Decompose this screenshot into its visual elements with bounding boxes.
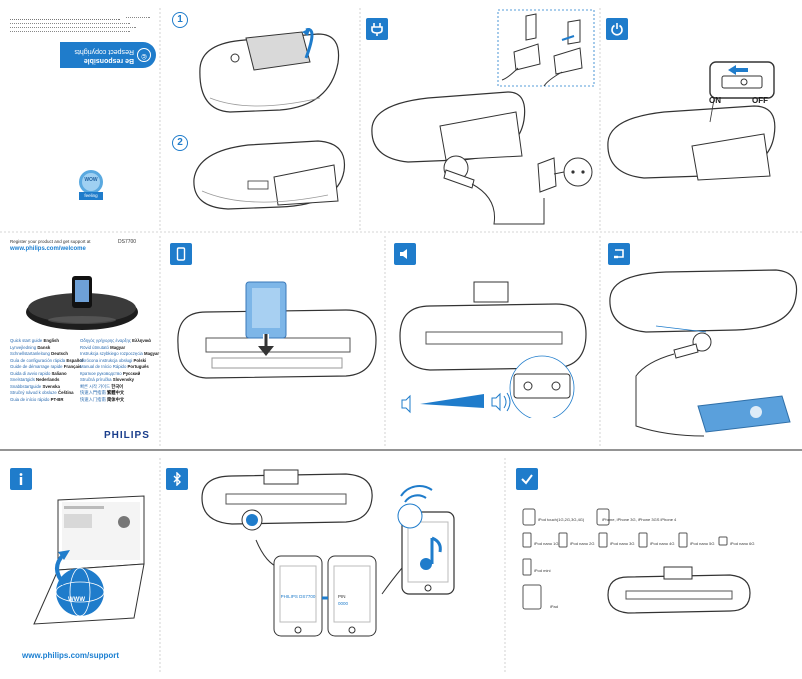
lang-item: 빠른 시작 가이드 한국어 <box>80 383 124 389</box>
lang-item: Guida di avvio rapido Italiano <box>10 370 67 376</box>
onoff-illustration <box>607 61 776 181</box>
ipod-nano-icon <box>678 532 688 548</box>
device-label: iPod nano 2G <box>570 541 595 546</box>
device-label: iPod nano 4G <box>650 541 675 546</box>
lang-item: Stručná príručka Slovensky <box>80 377 134 382</box>
lang-item: Guide de démarrage rapide Français <box>10 364 82 369</box>
model-number: DS7700 <box>118 239 137 245</box>
respect-copyrights-banner: Be responsible Respect copyrights © <box>60 42 156 68</box>
ipod-mini-icon <box>522 558 532 576</box>
copyright-icon: © <box>137 48 151 62</box>
lang-item: Snabbstartguide Svenska <box>10 383 60 389</box>
iphone-icon <box>596 508 610 526</box>
bt-pin-value: 0000 <box>338 601 349 606</box>
power-icon <box>611 23 623 36</box>
device-label: iPod nano 5G <box>690 541 715 546</box>
volume-illustration <box>399 281 587 418</box>
lang-item: Skrócona instrukcja obsługi Polski <box>80 357 147 363</box>
lang-item: Rövid útmutató Magyar <box>80 344 126 350</box>
speaker-icon <box>400 249 407 259</box>
device-label: iPod touch(1G,2G,3G,4G) <box>538 517 585 522</box>
checkmark-icon <box>521 474 533 485</box>
lang-item: Guia de início rápido PT-BR <box>10 396 64 402</box>
off-label: OFF <box>752 96 768 105</box>
lang-item: Manual de Início Rápido Português <box>80 364 149 369</box>
bluetooth-tile <box>166 468 188 490</box>
lang-item: 快速入門指南 繁體中文 <box>80 390 125 395</box>
ipad-icon <box>522 584 542 610</box>
bluetooth-icon <box>173 472 181 486</box>
welcome-url[interactable]: www.philips.com/welcome <box>10 246 86 252</box>
ipod-nano-icon <box>522 532 532 548</box>
aux-cable-icon <box>614 249 624 259</box>
ipod-nano-icon <box>598 532 608 548</box>
plug-icon <box>371 23 383 36</box>
info-tile <box>10 468 32 490</box>
info-icon <box>19 473 23 485</box>
volume-tile <box>394 243 416 265</box>
lang-item: Краткое руководство Русский <box>80 370 141 376</box>
lang-item: Lynvejledning Dansk <box>10 344 51 350</box>
dock-product-photo <box>26 276 138 330</box>
step-1-marker: 1 <box>172 12 188 28</box>
device-tile <box>170 243 192 265</box>
phone-icon <box>176 247 186 261</box>
device-label: iPod nano 3G <box>610 541 635 546</box>
lang-item: Οδηγός γρήγορης έναρξης Ελληνικά <box>80 338 151 343</box>
compat-list: iPod touch(1G,2G,3G,4G) iPhone, iPhone 3… <box>522 508 802 668</box>
dock-iphone-illustration <box>177 281 377 379</box>
laptop-globe-illustration <box>33 495 145 625</box>
lang-item: Guía de configuración rápida Español <box>10 357 84 363</box>
bt-device-name: PHILIPS DS7700 <box>280 594 316 599</box>
aux-tile <box>608 243 630 265</box>
device-label: iPad <box>550 604 559 609</box>
device-label: iPod nano 6G <box>730 541 755 546</box>
lang-item: Stručný návod k obsluze Čeština <box>10 390 74 395</box>
ipod-nano-icon <box>718 536 728 546</box>
on-label: ON <box>709 96 721 105</box>
power-illustration <box>371 9 595 225</box>
lang-item: Schnellstartanleitung Deutsch <box>10 351 69 356</box>
respond-line2: Respect copyrights <box>74 48 134 55</box>
philips-logo: PHILIPS <box>104 430 150 441</box>
step-2-marker: 2 <box>172 135 188 151</box>
device-label: iPhone, iPhone 3G, iPhone 3GS iPhone 4 <box>602 517 677 522</box>
check-tile <box>516 468 538 490</box>
lang-item: Instrukcja szybkiego rozpoczęcia Magyar <box>80 351 160 356</box>
dock-closed-illustration <box>193 140 346 210</box>
register-line: Register your product and get support at <box>10 239 91 244</box>
ipod-nano-icon <box>558 532 568 548</box>
bluetooth-illustration <box>201 469 455 637</box>
dock-open-illustration <box>199 28 340 113</box>
respond-line1: Be responsible <box>83 57 134 64</box>
aux-illustration <box>609 269 798 437</box>
lang-item: 快速入门指南 简体中文 <box>80 396 125 402</box>
wow-badge-icon <box>79 170 103 200</box>
power-button-tile <box>606 18 628 40</box>
ipod-touch-icon <box>522 508 536 526</box>
support-url[interactable]: www.philips.com/support <box>22 651 120 660</box>
language-list-2: Οδηγός γρήγορης έναρξης Ελληνικά Rövid ú… <box>80 338 159 403</box>
lang-item: Snelstartgids Nederlands <box>10 377 60 382</box>
device-label: iPod mini <box>534 568 551 573</box>
power-plug-tile <box>366 18 388 40</box>
ipod-nano-icon <box>638 532 648 548</box>
globe-label: WWW <box>68 597 85 603</box>
language-list-1: Quick start guide English Lynvejledning … <box>10 338 83 403</box>
bt-pin-label: PIN <box>338 594 346 599</box>
compat-dock-illustration <box>607 566 751 614</box>
device-label: iPod nano 1G <box>534 541 559 546</box>
lang-item: Quick start guide English <box>10 338 59 343</box>
feeling-badge: WOW feeling <box>78 168 104 202</box>
